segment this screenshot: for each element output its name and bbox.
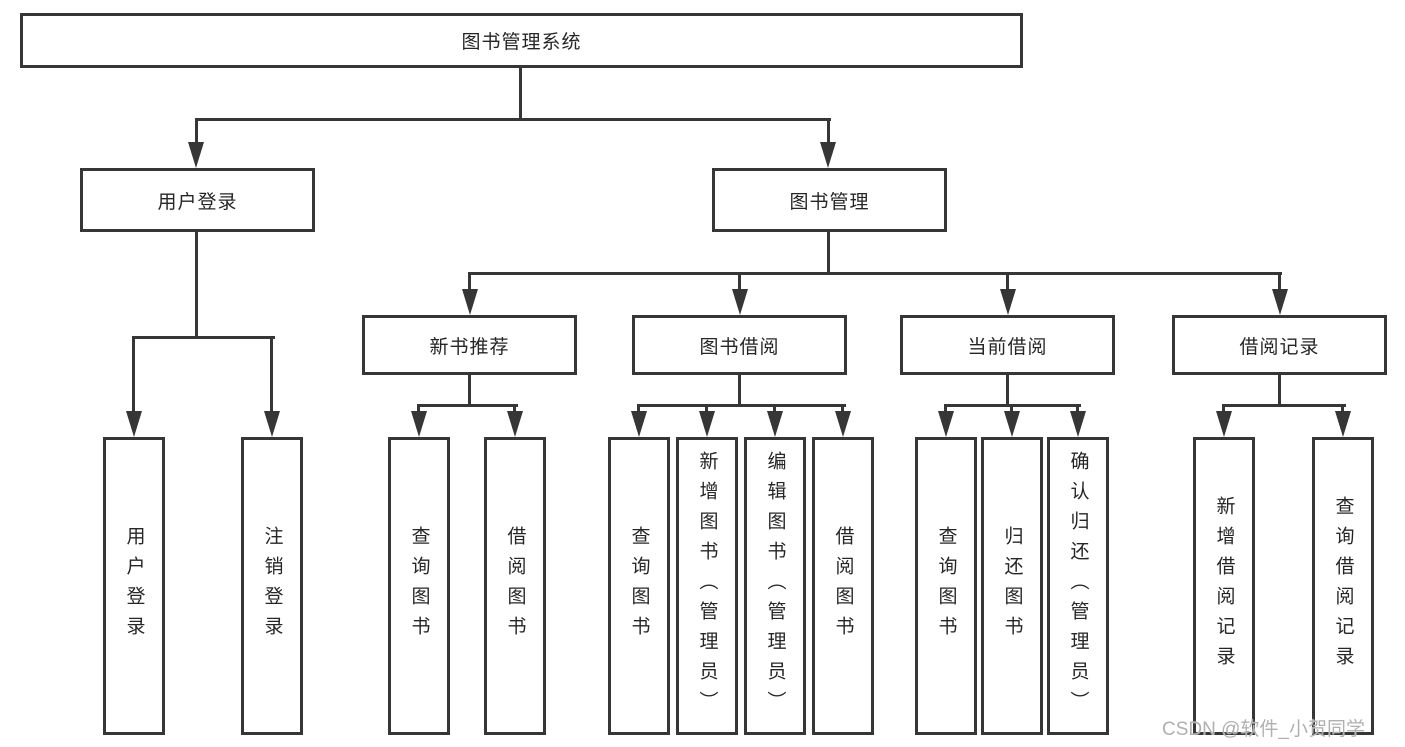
connector-line [1076,404,1079,416]
connector-line [132,336,135,416]
node-root-label: 图书管理系统 [461,32,582,53]
arrowhead-icon [1000,289,1016,315]
leaf-query-books-current-label: 查询图书 [935,526,957,646]
connector-line [637,404,846,407]
connector-line [827,118,830,148]
node-user-login: 用户登录 [80,168,315,232]
connector-line [841,404,844,416]
leaf-borrow-books-recommend-label: 借阅图书 [504,526,526,646]
arrowhead-icon [631,411,647,437]
arrowhead-icon [699,411,715,437]
node-new-book-recommend-label: 新书推荐 [429,336,510,358]
arrowhead-icon [126,411,142,437]
arrowhead-icon [462,289,478,315]
leaf-query-books-borrow-label: 查询图书 [628,526,650,646]
connector-line [1341,404,1344,416]
connector-line [195,118,198,148]
node-book-borrow-label: 图书借阅 [699,336,780,358]
connector-line [195,118,831,121]
node-root-system: 图书管理系统 [20,13,1023,68]
leaf-logout: 注销登录 [241,437,303,735]
connector-line [519,68,522,120]
arrowhead-icon [835,411,851,437]
arrowhead-icon [264,411,280,437]
arrowhead-icon [1335,411,1351,437]
node-borrow-records: 借阅记录 [1172,315,1387,375]
connector-line [738,272,741,295]
arrowhead-icon [507,411,523,437]
leaf-query-borrow-record: 查询借阅记录 [1312,437,1374,735]
connector-line [738,375,741,407]
node-book-management: 图书管理 [712,168,947,232]
arrowhead-icon [938,411,954,437]
arrowhead-icon [767,411,783,437]
arrowhead-icon [188,142,204,168]
arrowhead-icon [411,411,427,437]
connector-line [944,404,947,416]
connector-line [1222,404,1225,416]
node-new-book-recommend: 新书推荐 [362,315,577,375]
leaf-borrow-books-recommend: 借阅图书 [484,437,546,735]
connector-line [468,375,471,407]
arrowhead-icon [1070,411,1086,437]
leaf-edit-book-admin: 编辑图书（管理员） [744,437,806,735]
arrowhead-icon [820,142,836,168]
leaf-add-book-admin-label: 新增图书（管理员） [696,451,718,721]
leaf-confirm-return-admin: 确认归还（管理员） [1047,437,1109,735]
connector-line [1010,404,1013,416]
arrowhead-icon [732,289,748,315]
leaf-borrow-books: 借阅图书 [812,437,874,735]
connector-line [513,404,516,416]
arrowhead-icon [1216,411,1232,437]
connector-line [773,404,776,416]
leaf-return-book-label: 归还图书 [1001,526,1023,646]
leaf-user-login: 用户登录 [103,437,165,735]
node-current-borrow-label: 当前借阅 [967,336,1048,358]
leaf-borrow-books-label: 借阅图书 [832,526,854,646]
connector-line [705,404,708,416]
connector-line [827,232,830,275]
node-user-login-label: 用户登录 [157,191,238,213]
connector-line [1278,375,1281,407]
leaf-query-borrow-record-label: 查询借阅记录 [1332,496,1354,676]
leaf-edit-book-admin-label: 编辑图书（管理员） [764,451,786,721]
node-borrow-records-label: 借阅记录 [1239,336,1320,358]
connector-line [1278,272,1281,295]
leaf-query-books-recommend-label: 查询图书 [408,526,430,646]
connector-line [468,272,471,295]
connector-line [1222,404,1346,407]
connector-line [1006,375,1009,407]
connector-line [195,232,198,339]
leaf-query-books-recommend: 查询图书 [388,437,450,735]
node-current-borrow: 当前借阅 [900,315,1115,375]
connector-line [132,336,275,339]
leaf-user-login-label: 用户登录 [123,526,145,646]
connector-line [417,404,420,416]
connector-line [468,272,1282,275]
connector-line [637,404,640,416]
leaf-query-books-borrow: 查询图书 [608,437,670,735]
leaf-query-books-current: 查询图书 [915,437,977,735]
leaf-add-book-admin: 新增图书（管理员） [676,437,738,735]
node-book-borrow: 图书借阅 [632,315,847,375]
connector-line [270,336,273,416]
csdn-watermark: CSDN @软件_小贺同学 [1162,719,1365,740]
leaf-logout-label: 注销登录 [261,526,283,646]
leaf-add-borrow-record: 新增借阅记录 [1193,437,1255,735]
connector-line [1006,272,1009,295]
node-book-management-label: 图书管理 [789,191,870,213]
leaf-confirm-return-admin-label: 确认归还（管理员） [1067,451,1089,721]
arrowhead-icon [1004,411,1020,437]
leaf-add-borrow-record-label: 新增借阅记录 [1213,496,1235,676]
connector-line [417,404,518,407]
arrowhead-icon [1272,289,1288,315]
leaf-return-book: 归还图书 [981,437,1043,735]
